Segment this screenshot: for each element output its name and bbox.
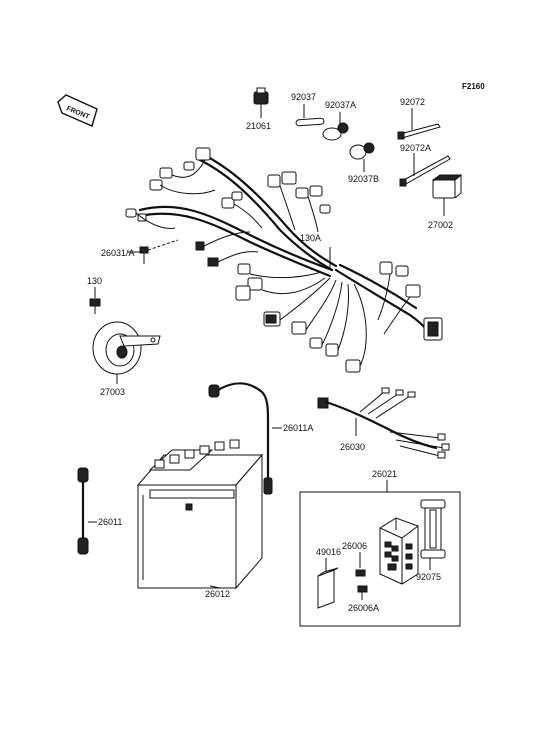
callout-92037: 92037 [291, 92, 316, 102]
callout-26031A: 130A [300, 233, 321, 243]
part-26006A-fuse [357, 585, 368, 600]
callout-92072: 92072 [400, 97, 425, 107]
callout-92037B: 92037B [348, 174, 379, 184]
callout-26021: 26021 [372, 469, 397, 479]
callout-26030: 26030 [340, 442, 365, 452]
callout-92075: 92075 [416, 572, 441, 582]
part-130-bolt [89, 287, 101, 314]
figure-code: F2160 [462, 82, 485, 91]
part-92075-bracket [420, 499, 446, 570]
part-92072A-cable-tie [399, 153, 451, 187]
part-26012-battery [136, 439, 264, 590]
part-26031A-main-harness [125, 147, 443, 373]
front-arrow-icon: FRONT [57, 94, 98, 127]
callout-130A: 26031/A [101, 248, 135, 258]
part-26006-fuse [355, 552, 366, 577]
callout-92037A: 92037A [325, 100, 356, 110]
callout-26006: 26006 [342, 541, 367, 551]
callout-49016: 49016 [316, 547, 341, 557]
part-92072-cable-tie [397, 108, 441, 140]
callout-26006A: 26006A [348, 603, 379, 613]
callout-27002: 27002 [428, 220, 453, 230]
part-27002-relay [431, 174, 463, 216]
part-49016-cover [317, 558, 339, 609]
part-26011-battery-lead [77, 467, 97, 555]
callout-26011A: 26011A [283, 423, 313, 433]
part-92037A-clamp [322, 112, 349, 141]
callout-21061: 21061 [246, 121, 271, 131]
part-fuse-box [379, 517, 419, 585]
part-92037-band [295, 104, 325, 127]
callout-92072A: 92072A [400, 143, 431, 153]
part-26030-sub-harness [317, 387, 450, 459]
part-26011A-battery-lead [208, 382, 282, 495]
callout-26011: 26011 [98, 517, 122, 527]
callout-27003: 27003 [100, 387, 125, 397]
part-130A-bolt [128, 239, 179, 264]
callout-130: 130 [87, 276, 102, 286]
part-92037B-clamp [349, 142, 375, 172]
callout-26012: 26012 [205, 589, 230, 599]
part-21061-relay [253, 87, 269, 118]
part-27003-horn [92, 321, 161, 384]
part-26021-fuse-box-kit [299, 480, 461, 627]
